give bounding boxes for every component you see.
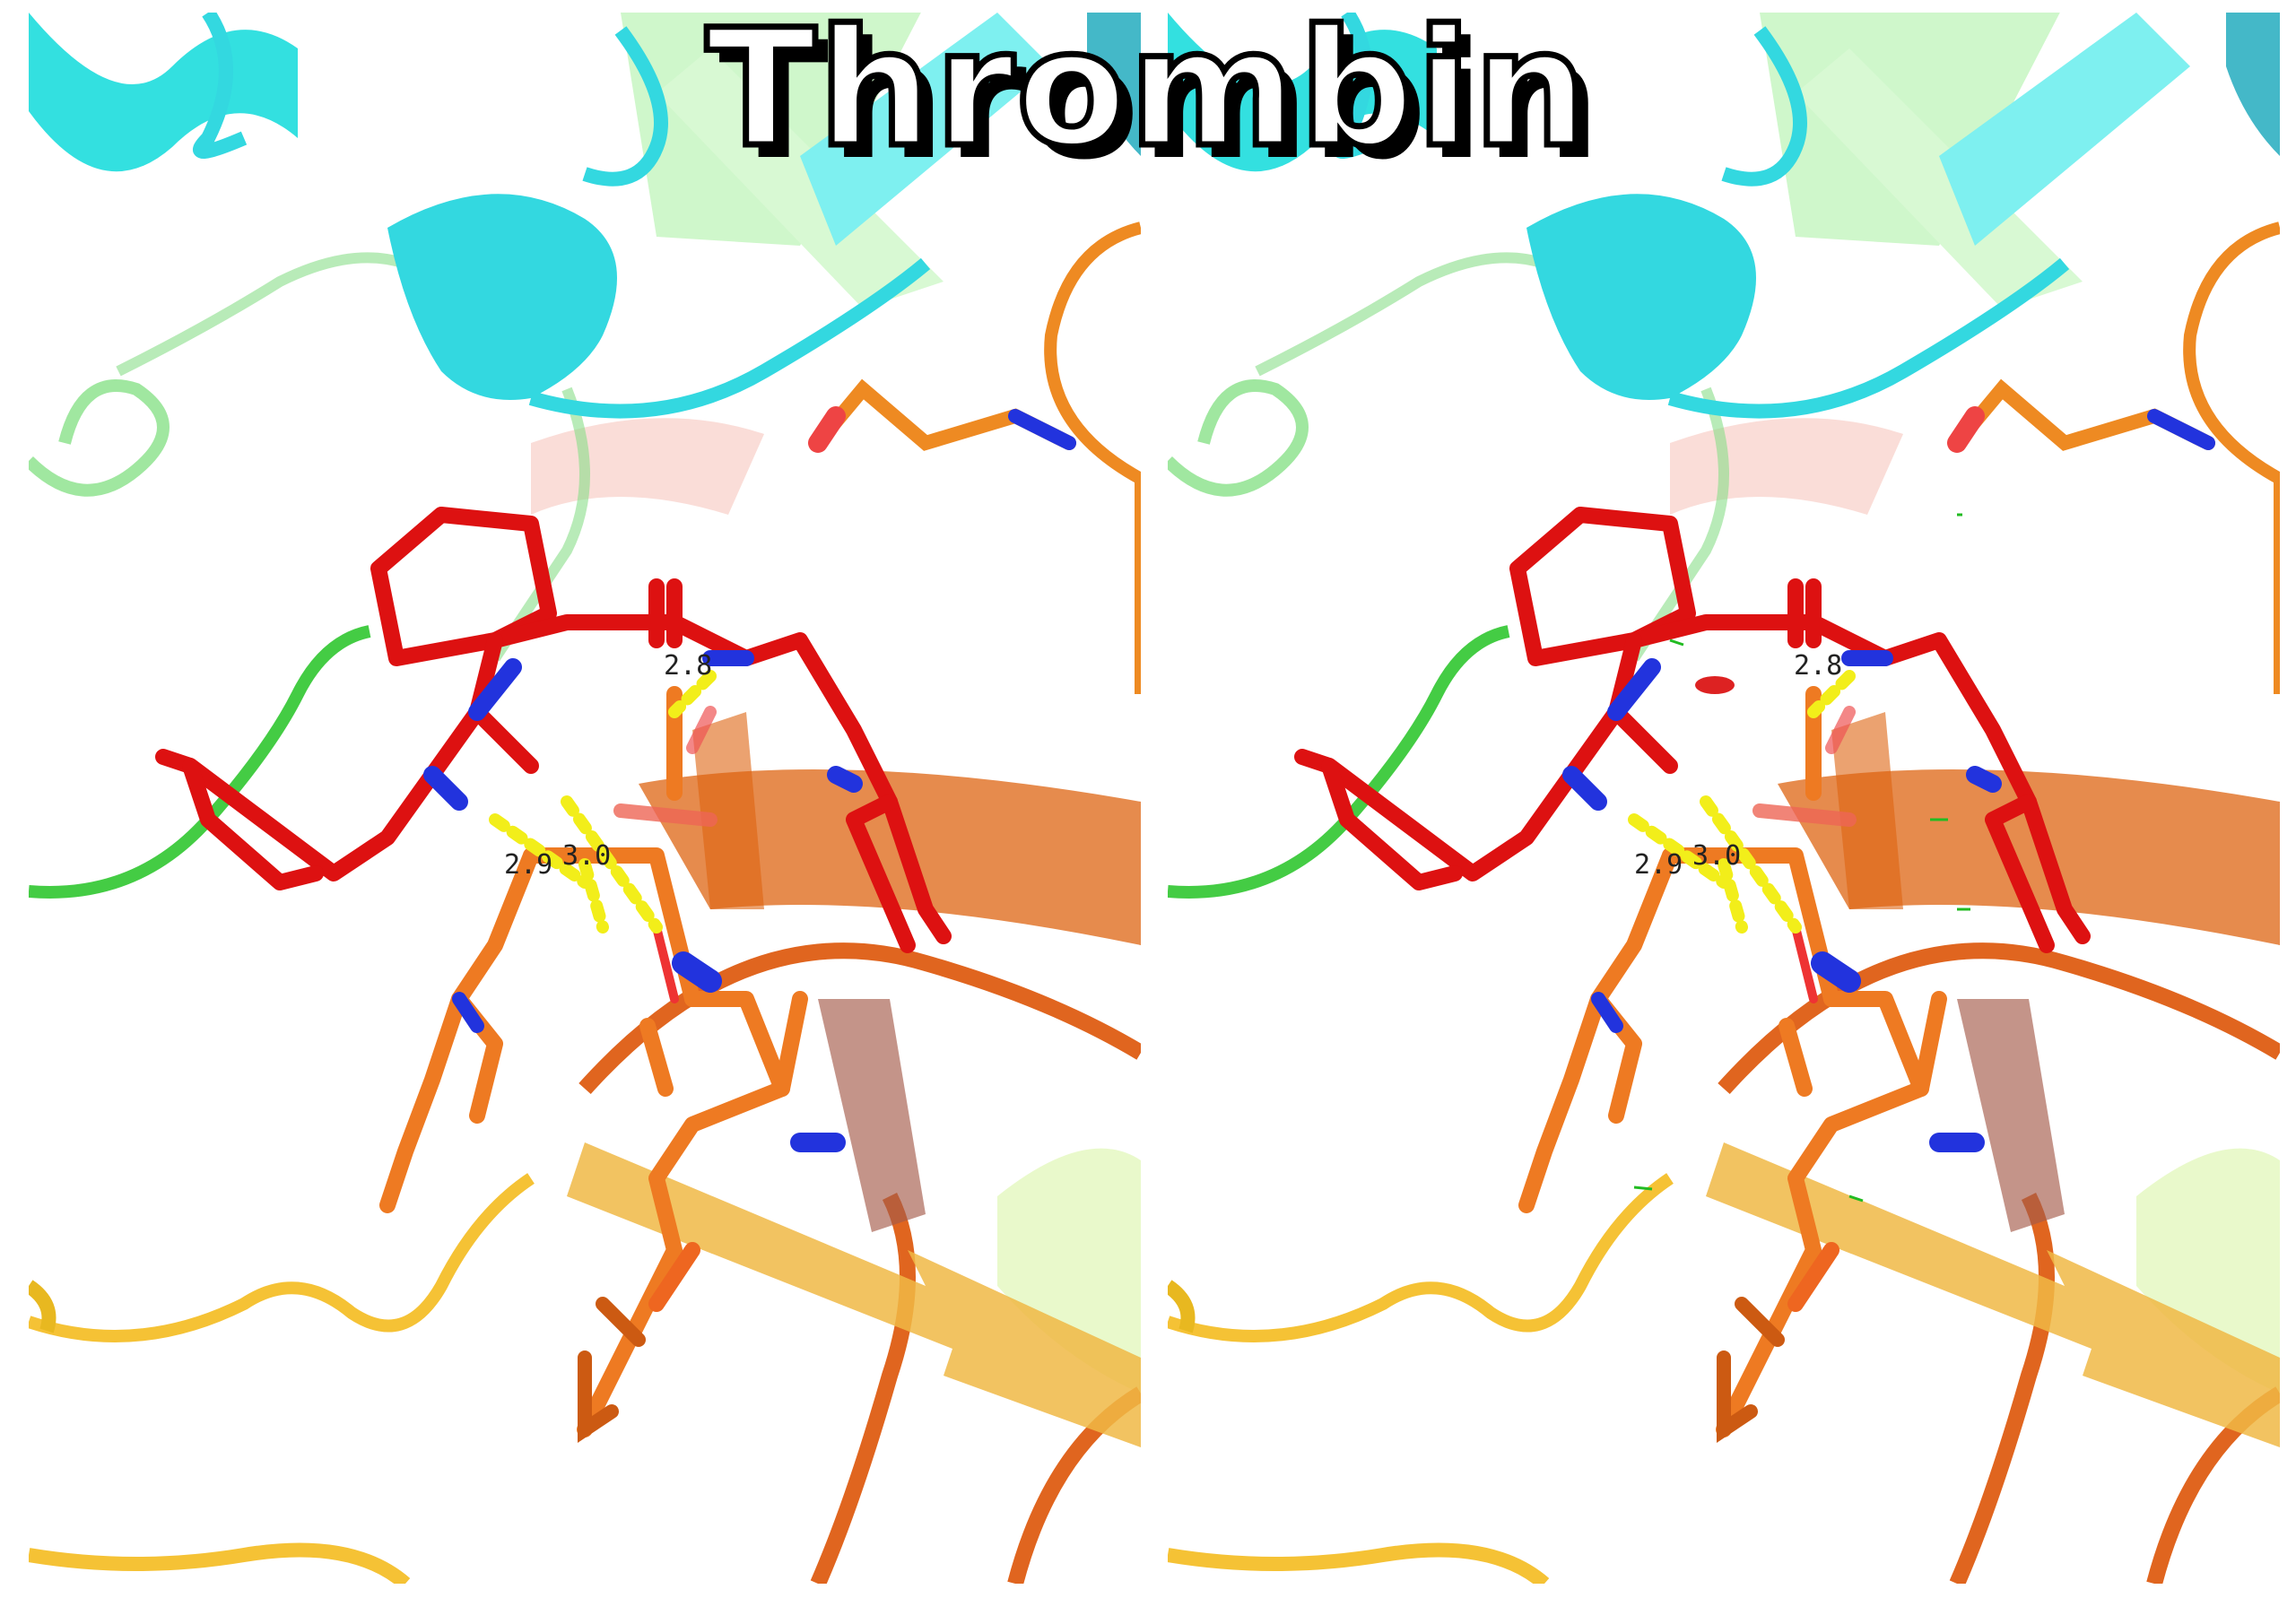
- distance-label-2-8: 2.8: [1794, 650, 1842, 682]
- water-molecule: [1695, 676, 1735, 694]
- distance-label-2-9: 2.9: [504, 849, 552, 881]
- left-stereo-view: 2.8 2.9 3.0: [29, 13, 1141, 1584]
- right-stereo-view: 2.8 2.9 3.0: [1168, 13, 2280, 1584]
- distance-label-3-0: 3.0: [562, 840, 611, 872]
- image-title: Thrombin: [703, 0, 1592, 183]
- molecular-scene-left: 2.8 2.9 3.0: [29, 13, 1141, 1584]
- distance-label-3-0: 3.0: [1692, 840, 1741, 872]
- molecular-scene-right: 2.8 2.9 3.0: [1168, 13, 2280, 1584]
- distance-label-2-9: 2.9: [1634, 849, 1683, 881]
- distance-label-2-8: 2.8: [664, 650, 712, 682]
- density-mesh-fragments: [1633, 513, 1970, 1203]
